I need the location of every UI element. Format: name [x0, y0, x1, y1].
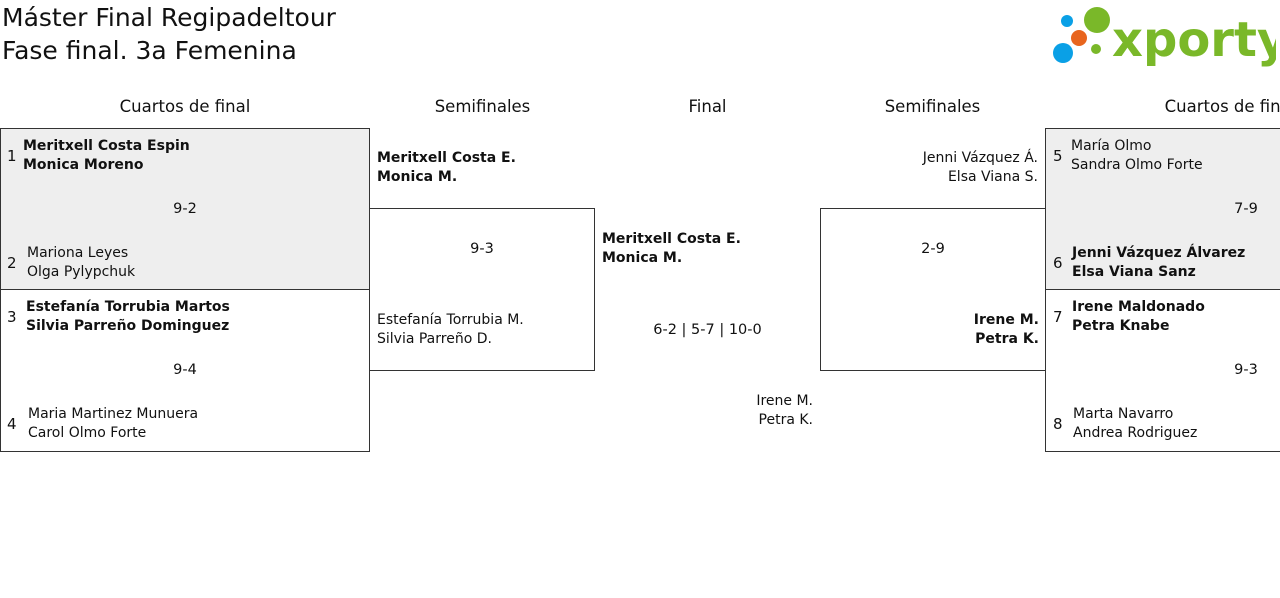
round-header-left-semis: Semifinales: [434, 97, 531, 116]
semifinal-right-top-player: Jenni Vázquez Á.: [922, 150, 1038, 166]
seed-number: 8: [1053, 415, 1063, 433]
seed-number: 2: [7, 254, 17, 272]
tournament-subtitle: Fase final. 3a Femenina: [2, 36, 297, 65]
match-score: 9-3: [470, 241, 494, 257]
player-name: Elsa Viana Sanz: [1072, 264, 1196, 280]
xporty-logo[interactable]: xporty: [1050, 4, 1280, 68]
xporty-logo-icon: xporty: [1053, 7, 1280, 68]
round-header-left-quarters: Cuartos de final: [119, 97, 251, 116]
seed-number: 3: [7, 308, 17, 326]
player-name: Maria Martinez Munuera: [28, 406, 199, 422]
seed-number: 6: [1053, 254, 1063, 272]
match-score: 9-4: [173, 362, 197, 378]
player-name: Estefanía Torrubia M.: [377, 312, 524, 328]
player-name: Jenni Vázquez Álvarez: [1072, 245, 1246, 261]
round-header-right-semis: Semifinales: [884, 97, 981, 116]
player-name: Mariona Leyes: [27, 245, 129, 261]
semifinal-match-left[interactable]: 9-3 Estefanía Torrubia M. Silvia Parreño…: [369, 208, 595, 371]
player-name: María Olmo: [1071, 138, 1152, 154]
final-score[interactable]: 6-2 | 5-7 | 10-0: [653, 322, 762, 338]
match-score: 9-3: [1234, 362, 1258, 378]
semifinal-left-top-player: Meritxell Costa E.: [377, 150, 516, 166]
seed-number: 5: [1053, 147, 1063, 165]
final-winner-player: Monica M.: [602, 250, 683, 266]
quarterfinal-match-1[interactable]: 1 Meritxell Costa Espin Monica Moreno 9-…: [0, 128, 370, 290]
player-name: Silvia Parreño Dominguez: [26, 318, 230, 334]
player-name: Irene Maldonado: [1072, 299, 1205, 315]
player-name: Carol Olmo Forte: [28, 425, 147, 441]
logo-wordmark: xporty: [1112, 12, 1276, 68]
player-name: Estefanía Torrubia Martos: [26, 299, 230, 315]
match-score: 2-9: [921, 241, 945, 257]
semifinal-left-top-player: Monica M.: [377, 169, 458, 185]
player-name: Andrea Rodriguez: [1073, 425, 1198, 441]
player-name: Petra Knabe: [1072, 318, 1170, 334]
player-name: Irene M.: [973, 312, 1039, 328]
player-name: Petra K.: [975, 331, 1039, 347]
seed-number: 4: [7, 415, 17, 433]
seed-number: 7: [1053, 308, 1063, 326]
quarterfinal-match-2[interactable]: 3 Estefanía Torrubia Martos Silvia Parre…: [0, 289, 370, 452]
seed-number: 1: [7, 147, 17, 165]
player-name: Olga Pylypchuk: [27, 264, 136, 280]
tournament-title: Máster Final Regipadeltour: [2, 3, 336, 32]
final-runnerup-player: Petra K.: [758, 412, 813, 428]
final-runnerup-player: Irene M.: [756, 393, 813, 409]
round-header-final: Final: [688, 97, 727, 116]
player-name: Silvia Parreño D.: [377, 331, 492, 347]
quarterfinal-match-4[interactable]: 7 Irene Maldonado Petra Knabe 9-3 8 Mart…: [1045, 289, 1280, 452]
quarterfinal-match-3[interactable]: 5 María Olmo Sandra Olmo Forte 7-9 6 Jen…: [1045, 128, 1280, 290]
player-name: Monica Moreno: [23, 157, 144, 173]
player-name: Marta Navarro: [1073, 406, 1174, 422]
match-score: 9-2: [173, 201, 197, 217]
player-name: Meritxell Costa Espin: [23, 138, 190, 154]
semifinal-match-right[interactable]: 2-9 Irene M. Petra K.: [820, 208, 1046, 371]
player-name: Sandra Olmo Forte: [1071, 157, 1203, 173]
match-score: 7-9: [1234, 201, 1258, 217]
round-header-right-quarters: Cuartos de final: [1164, 97, 1280, 116]
final-winner-player: Meritxell Costa E.: [602, 231, 741, 247]
semifinal-right-top-player: Elsa Viana S.: [947, 169, 1038, 185]
